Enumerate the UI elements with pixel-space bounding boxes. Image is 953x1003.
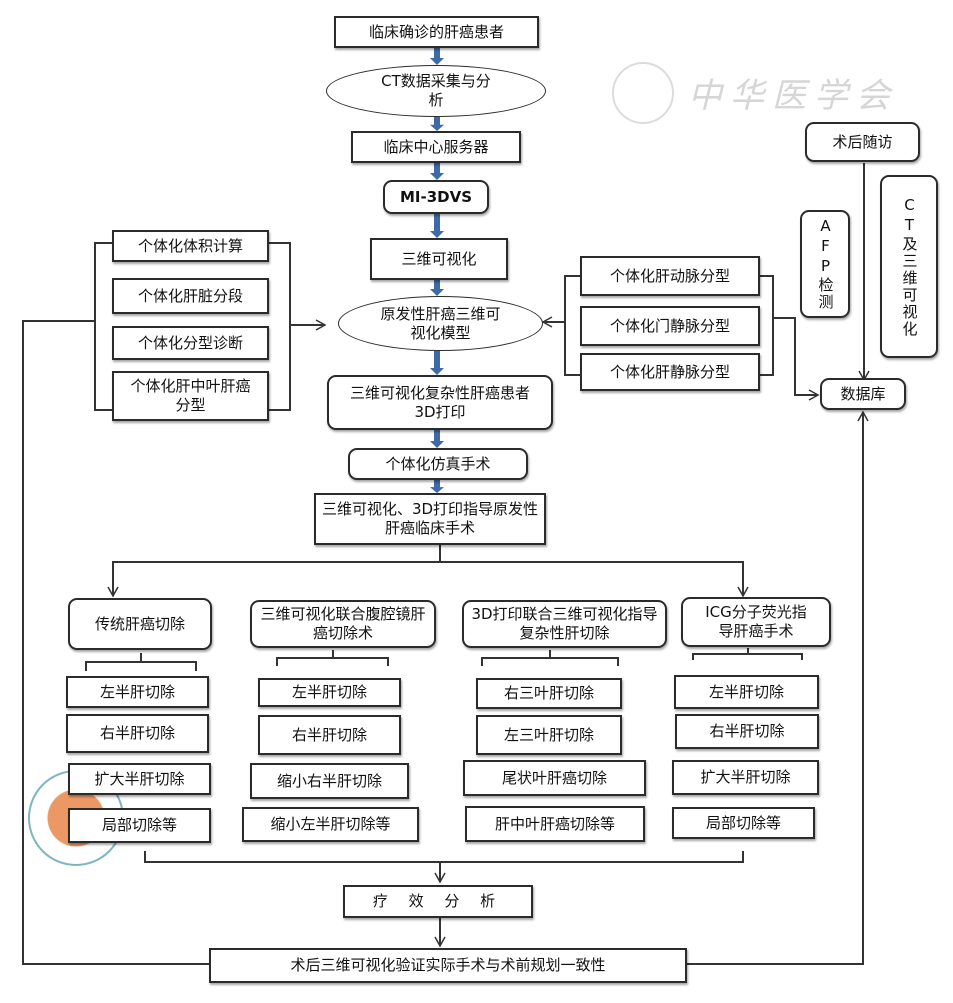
right-item-hepatic-vein: 个体化肝静脉分型 [580,353,760,391]
brace-4 [692,653,803,660]
surgery-type-traditional: 传统肝癌切除 [68,598,212,650]
left-feedback-line [22,320,212,965]
right-item-portal-vein: 个体化门静脉分型 [580,306,760,346]
laparoscopic-item-4: 缩小左半肝切除等 [242,807,419,842]
laparoscopic-item-2: 右半肝切除 [258,715,401,755]
surgery-type-3d-print-label: 3D打印联合三维可视化指导复杂性肝切除 [471,605,658,642]
traditional-item-1: 左半肝切除 [66,676,209,708]
node-3d-model-label: 原发性肝癌三维可视化模型 [380,304,501,342]
node-guided-surgery-label: 三维可视化、3D打印指导原发性肝癌临床手术 [321,500,539,537]
flow-arrow-icon [430,280,444,296]
node-visualization: 三维可视化 [370,238,508,280]
brace-1 [85,661,197,671]
brace-2 [276,657,389,666]
surgery-type-3d-print: 3D打印联合三维可视化指导复杂性肝切除 [462,600,667,648]
left-item-diagnosis: 个体化分型诊断 [112,326,269,360]
right-group-bracket-right [760,275,774,376]
surgery-type-icg: ICG分子荧光指导肝癌手术 [681,597,831,647]
node-3d-print: 三维可视化复杂性肝癌患者3D打印 [327,375,553,430]
right-group-to-database-arrow [773,317,820,401]
node-simulation: 个体化仿真手术 [348,448,528,480]
surgery-type-laparoscopic: 三维可视化联合腹腔镜肝癌切除术 [250,600,436,648]
flow-arrow-icon [430,480,444,493]
node-ct-collection-label: CT数据采集与分析 [381,72,491,109]
traditional-item-3: 扩大半肝切除 [68,763,211,795]
node-efficacy: 疗 效 分 析 [343,885,533,918]
icg-item-1: 左半肝切除 [674,675,819,709]
node-3d-model: 原发性肝癌三维可视化模型 [338,296,543,351]
watermark-seal-icon [612,62,674,124]
split-line [112,561,744,582]
node-verification: 术后三维可视化验证实际手术与术前规划一致性 [209,948,687,983]
node-ct-collection: CT数据采集与分析 [326,65,546,117]
node-patients: 临床确诊的肝癌患者 [334,16,539,48]
left-item-volume: 个体化体积计算 [112,230,269,262]
flow-arrow-icon [430,430,444,448]
node-afp: AFP检测 [800,210,850,318]
flow-arrow-icon [430,48,444,65]
flow-arrow-icon [430,117,444,131]
print3d-item-4: 肝中叶肝癌切除等 [465,806,645,842]
traditional-item-4: 局部切除等 [68,808,211,843]
collector-line [144,851,744,863]
left-item-segmentation: 个体化肝脏分段 [112,278,269,314]
flow-arrow-icon [430,351,444,375]
left-item-middle-lobe: 个体化肝中叶肝癌分型 [112,371,269,421]
surgery-type-laparoscopic-label: 三维可视化联合腹腔镜肝癌切除术 [260,605,426,642]
print3d-item-3: 尾状叶肝癌切除 [463,760,646,796]
node-guided-surgery: 三维可视化、3D打印指导原发性肝癌临床手术 [314,493,546,545]
node-mi3dvs: MI-3DVS [383,180,489,214]
node-database: 数据库 [820,378,906,410]
flow-arrow-icon [430,163,444,180]
right-item-hepatic-artery: 个体化肝动脉分型 [580,256,760,296]
laparoscopic-item-1: 左半肝切除 [258,678,401,707]
left-group-bracket-right [268,242,291,411]
left-group-bracket-left [94,242,118,411]
right-group-bracket-left [564,275,583,376]
icg-item-2: 右半肝切除 [675,714,819,749]
right-feedback-arrow [685,410,869,965]
node-followup: 术后随访 [805,122,920,162]
node-3d-print-label: 三维可视化复杂性肝癌患者3D打印 [350,383,531,421]
traditional-item-2: 右半肝切除 [66,714,209,753]
print3d-item-1: 右三叶肝切除 [476,678,622,709]
icg-item-3: 扩大半肝切除 [672,760,819,795]
brace-3 [481,657,619,666]
icg-item-4: 局部切除等 [672,807,815,839]
node-server: 临床中心服务器 [351,131,521,163]
left-item-middle-lobe-label: 个体化肝中叶肝癌分型 [130,377,251,414]
watermark-text: 中华医学会 [688,76,898,116]
laparoscopic-item-3: 缩小右半肝切除 [250,763,409,799]
flow-arrow-icon [430,214,444,238]
node-ct-3d: CT及三维可视化 [880,175,938,358]
print3d-item-2: 左三叶肝切除 [476,715,622,755]
surgery-type-icg-label: ICG分子荧光指导肝癌手术 [705,603,807,640]
